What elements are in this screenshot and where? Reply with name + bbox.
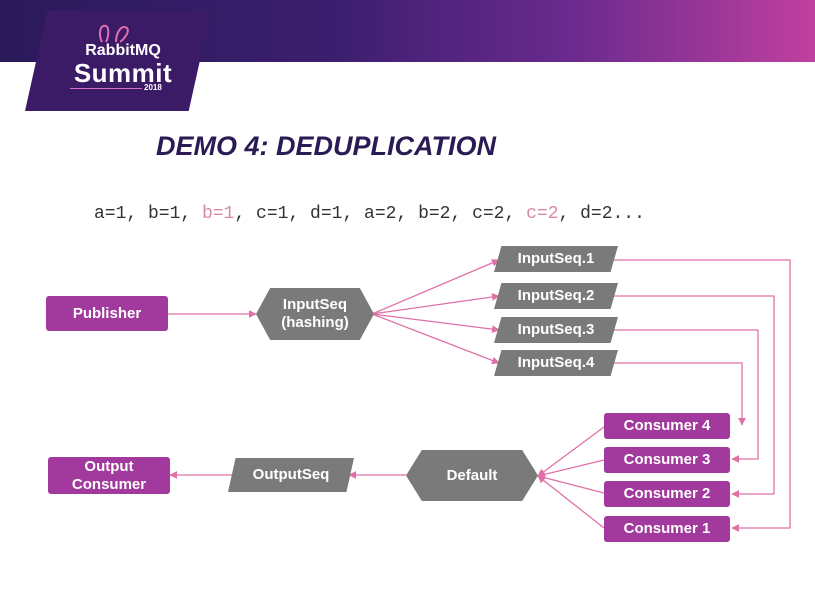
node-outputseq: OutputSeq (228, 458, 354, 492)
sequence-segment: a=1, b=1, (94, 204, 203, 224)
node-consumer-3: Consumer 3 (604, 447, 730, 473)
node-inputseq-1: InputSeq.1 (494, 246, 618, 272)
summit-logo (25, 11, 211, 111)
node-publisher: Publisher (46, 296, 168, 331)
node-inputseq-hashing: InputSeq (hashing) (256, 288, 374, 340)
sequence-duplicate: c=2 (526, 204, 559, 224)
logo-year: 2018 (144, 83, 162, 92)
edge-inputseq-3 (371, 313, 500, 333)
edge-inputseq-2 (371, 293, 500, 315)
sequence-segment: , d=2... (558, 204, 645, 224)
node-output-consumer: Output Consumer (48, 457, 170, 494)
logo-summit-text: Summit (73, 58, 173, 88)
node-default: Default (406, 450, 538, 501)
node-inputseq-2: InputSeq.2 (494, 283, 618, 309)
slide-title: DEMO 4: DEDUPLICATION (156, 131, 497, 161)
logo-divider (70, 88, 142, 89)
edge-seq3-consumer3 (614, 329, 759, 463)
edge-seq1-consumer1 (614, 259, 791, 532)
node-inputseq-3: InputSeq.3 (494, 317, 618, 343)
sequence-segment: , c=1, d=1, a=2, b=2, c=2, (234, 204, 527, 224)
edge-seq2-consumer2 (614, 295, 775, 498)
node-consumer-1: Consumer 1 (604, 516, 730, 542)
logo-rabbitmq-text: RabbitMQ (85, 42, 161, 59)
edge-default-consumer2 (537, 473, 605, 494)
edge-default-consumer3 (537, 459, 605, 479)
rabbit-ears-icon (98, 24, 129, 43)
node-inputseq-4: InputSeq.4 (494, 350, 618, 376)
node-consumer-4: Consumer 4 (604, 413, 730, 439)
edge-seq4-consumer4 (614, 362, 746, 426)
edge-default-consumer4 (537, 426, 605, 477)
edge-default-consumer1 (537, 475, 605, 529)
sequence-duplicate: b=1 (202, 204, 235, 224)
edge-inputseq-1 (371, 259, 500, 315)
edge-inputseq-4 (371, 313, 500, 365)
node-consumer-2: Consumer 2 (604, 481, 730, 507)
message-sequence: a=1, b=1, b=1, c=1, d=1, a=2, b=2, c=2, … (94, 204, 645, 224)
